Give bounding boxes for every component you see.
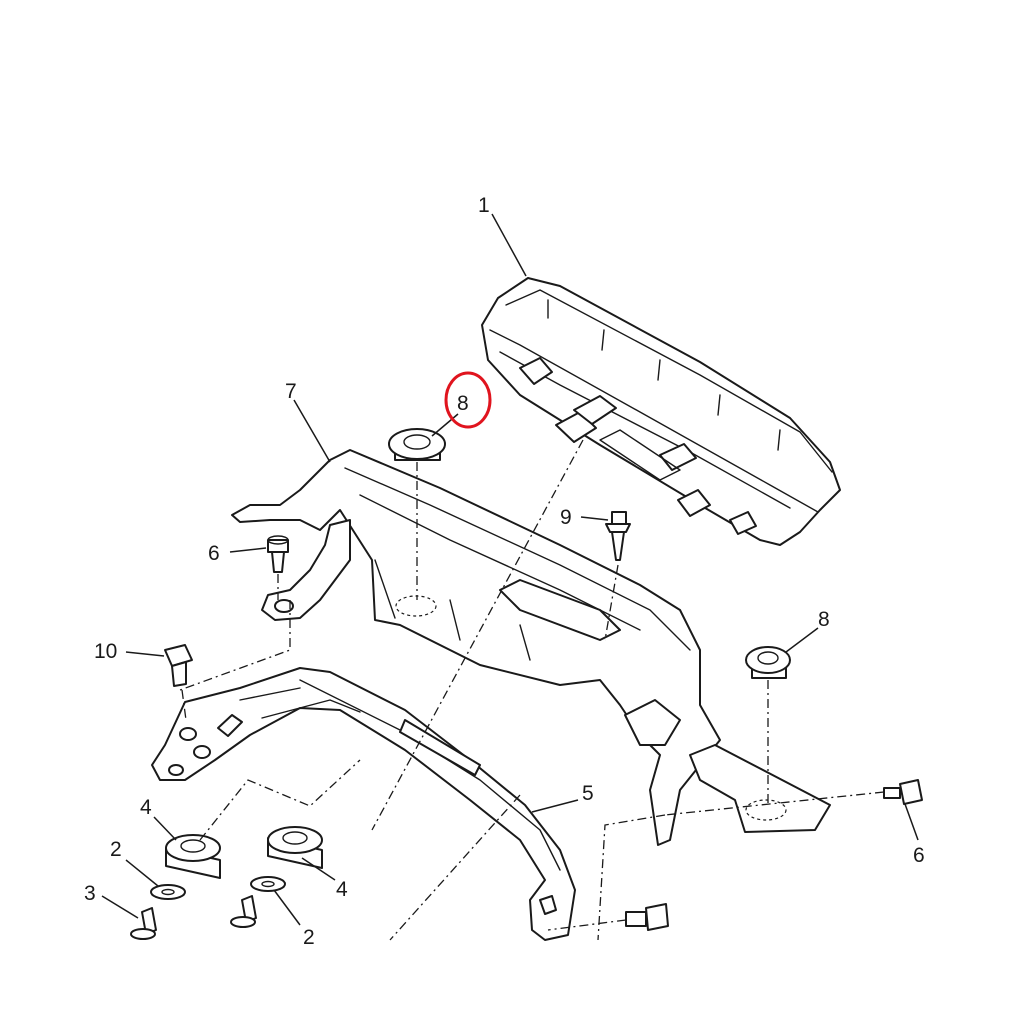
bolt-10 xyxy=(164,644,193,687)
bolt-bottom-center xyxy=(625,903,669,931)
callout-8: 8 xyxy=(818,608,830,631)
callout-1: 1 xyxy=(478,194,490,217)
washer-left xyxy=(150,884,186,900)
assembly-center-lines xyxy=(179,439,885,941)
callout-8-highlighted: 8 xyxy=(457,392,469,415)
callout-3: 3 xyxy=(84,882,96,905)
callout-labels: 1 7 8 8 9 6 10 6 5 4 4 2 2 3 xyxy=(84,194,925,949)
washer-right xyxy=(250,876,286,892)
stay xyxy=(151,667,576,941)
bolt-6-left xyxy=(267,535,289,573)
callout-6-right: 6 xyxy=(913,844,925,867)
callout-10: 10 xyxy=(94,640,117,663)
callout-4-right: 4 xyxy=(336,878,348,901)
grommet-top xyxy=(388,428,446,461)
bolt-6-right xyxy=(883,779,923,805)
screw-left xyxy=(130,907,157,940)
leader-lines xyxy=(101,213,919,926)
meter-assembly xyxy=(481,277,841,546)
damper-left xyxy=(165,834,221,879)
damper-right xyxy=(267,826,323,869)
rivet xyxy=(605,511,631,561)
callout-6-left: 6 xyxy=(208,542,220,565)
callout-4-left: 4 xyxy=(140,796,152,819)
callout-2-left: 2 xyxy=(110,838,122,861)
highlight-ring xyxy=(444,371,492,429)
callout-2-right: 2 xyxy=(303,926,315,949)
callout-7: 7 xyxy=(285,380,297,403)
callout-5: 5 xyxy=(582,782,594,805)
screw-right xyxy=(230,895,257,928)
meter-bracket xyxy=(231,449,831,846)
grommet-right xyxy=(745,646,791,679)
callout-9: 9 xyxy=(560,506,572,529)
